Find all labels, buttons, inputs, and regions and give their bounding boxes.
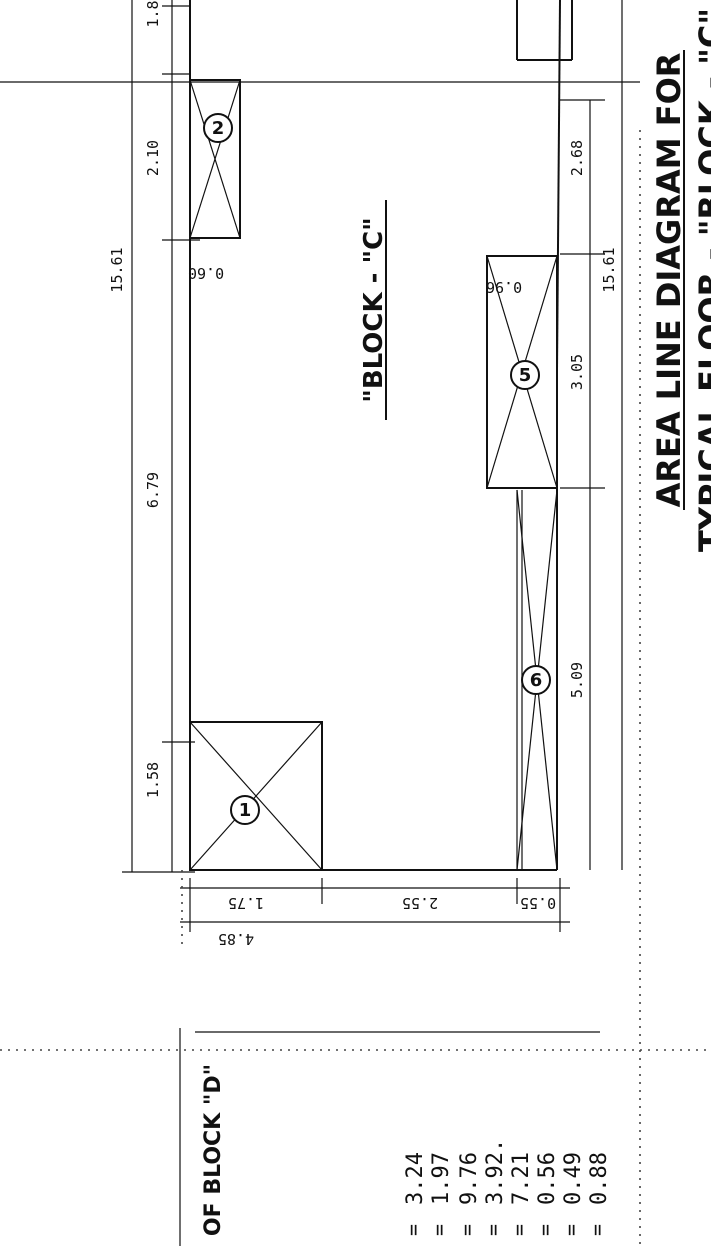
- room-5: 5: [486, 255, 558, 489]
- room-6-marker: [521, 665, 551, 695]
- dim-room2-depth: 0.60: [188, 264, 224, 282]
- left-dimension-chain: 1.75 2.55 0.55 4.85: [180, 878, 570, 948]
- dim-left-seg-b: 2.55: [402, 894, 438, 912]
- dim-top-seg-d: 1.8: [144, 0, 162, 27]
- dotted-border: [0, 130, 711, 1246]
- dim-top-seg-a: 1.58: [144, 762, 162, 798]
- area-value: 7.21: [509, 1152, 534, 1205]
- area-value: 0.88: [587, 1152, 612, 1205]
- subtitle-text: TYPICAL FLOOR - "BLOCK - "C": [692, 8, 711, 552]
- area-value: 0.49: [561, 1152, 586, 1205]
- dim-bottom-seg-b: 3.05: [568, 354, 586, 390]
- top-dimension-chain: 1.58 6.79 2.10 1.8 15.61 0.60: [108, 0, 224, 873]
- block-c-label: "BLOCK - "C": [359, 217, 389, 402]
- dim-left-seg-c: 0.55: [520, 894, 556, 912]
- eq-6: =: [533, 1224, 557, 1236]
- dim-bottom-seg-c: 2.68: [568, 140, 586, 176]
- bottom-dimension-chain: 5.09 3.05 2.68 15.61 0.96: [0, 0, 640, 870]
- dim-bottom-seg-a: 5.09: [568, 662, 586, 698]
- area-value: 3.24: [403, 1152, 428, 1205]
- dim-top-seg-c: 2.10: [144, 140, 162, 176]
- dim-top-seg-b: 6.79: [144, 472, 162, 508]
- room-2: 2: [189, 79, 241, 239]
- room-1-marker: [230, 795, 260, 825]
- dim-bottom-total: 15.61: [600, 247, 618, 292]
- dim-left-seg-a: 1.75: [228, 894, 264, 912]
- eq-2: =: [427, 1224, 451, 1236]
- block-label: "BLOCK - "C": [359, 200, 389, 420]
- room-6-label: 6: [530, 670, 543, 691]
- area-value: 0.56: [535, 1152, 560, 1205]
- dim-left-total: 4.85: [218, 930, 254, 948]
- area-value: 1.97: [429, 1152, 454, 1205]
- room-6: 6: [516, 489, 558, 871]
- eq-4: =: [481, 1224, 505, 1236]
- block-d-header: OF BLOCK "D": [201, 1064, 226, 1236]
- dim-top-total: 15.61: [108, 247, 126, 292]
- diagram-title: AREA LINE DIAGRAM FOR TYPICAL FLOOR - "B…: [650, 8, 711, 552]
- room-1-label: 1: [239, 800, 252, 821]
- block-d-table: OF BLOCK "D" = = = = = = = = 3.24 1.97 9…: [179, 1028, 612, 1246]
- room-5-marker: [510, 360, 540, 390]
- dim-room5-depth: 0.96: [486, 278, 522, 296]
- eq-7: =: [559, 1224, 583, 1236]
- room-2-marker: [203, 113, 233, 143]
- building-outline: [189, 0, 573, 871]
- eq-1: =: [401, 1224, 425, 1236]
- eq-3: =: [455, 1224, 479, 1236]
- room-1: 1: [189, 721, 323, 871]
- room-2-label: 2: [212, 118, 225, 139]
- area-value: 3.92.: [483, 1139, 508, 1205]
- room-5-label: 5: [519, 365, 532, 386]
- eq-5: =: [507, 1224, 531, 1236]
- area-value: 9.76: [457, 1152, 482, 1205]
- eq-8: =: [585, 1224, 609, 1236]
- title-text: AREA LINE DIAGRAM FOR: [650, 53, 688, 508]
